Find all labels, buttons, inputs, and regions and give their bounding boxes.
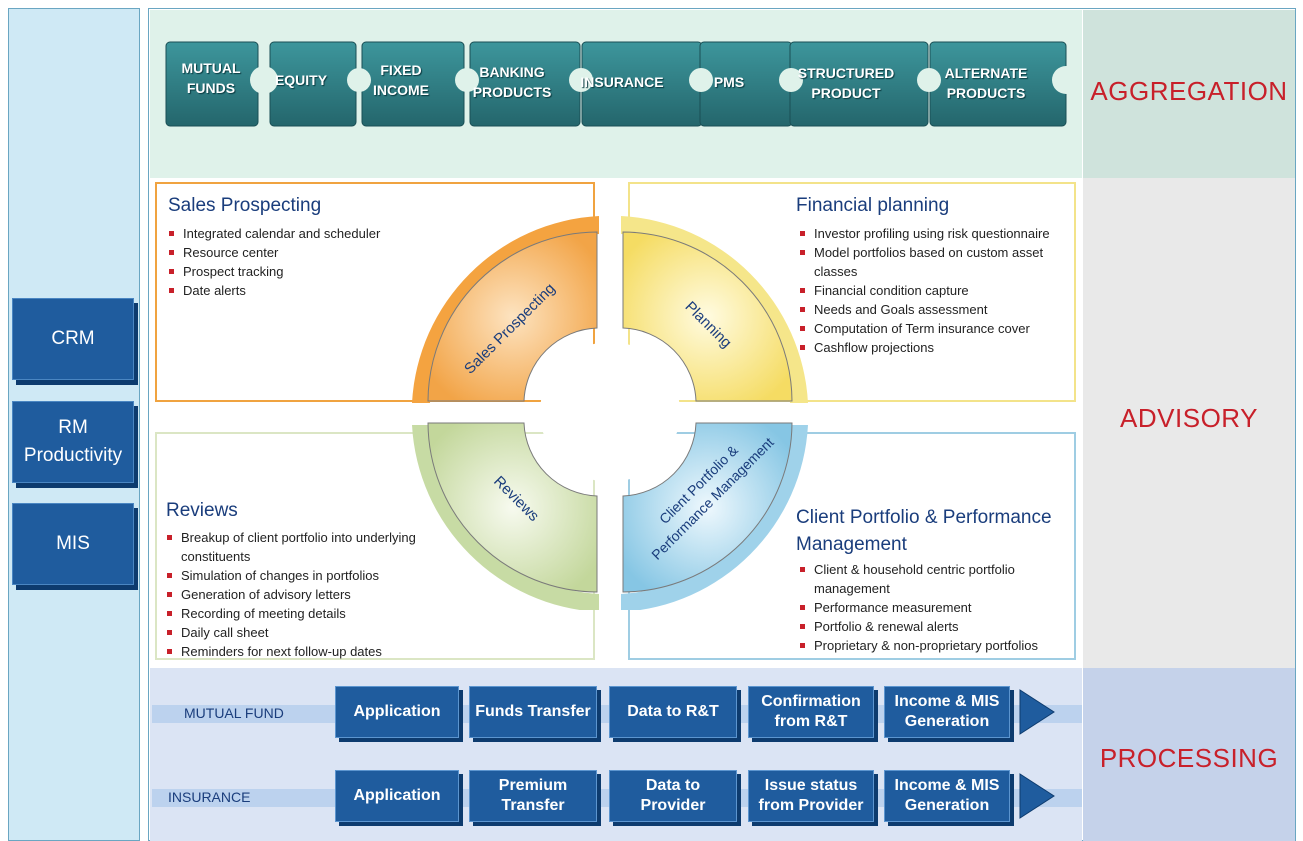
list-item: Daily call sheet bbox=[163, 623, 453, 642]
product-puzzle-chain bbox=[165, 41, 1080, 127]
list-item: Computation of Term insurance cover bbox=[796, 319, 1072, 338]
mf-step-income-mis: Income & MIS Generation bbox=[884, 686, 1010, 738]
product-line2: PRODUCT bbox=[811, 85, 881, 101]
list-item: Resource center bbox=[165, 243, 435, 262]
advisory-label-band bbox=[1083, 178, 1295, 668]
list-item: Breakup of client portfolio into underly… bbox=[163, 528, 453, 566]
puzzle-notch bbox=[1052, 66, 1080, 94]
list-item: Prospect tracking bbox=[165, 262, 435, 281]
reviews-segment bbox=[427, 422, 598, 593]
mis-button[interactable]: MIS bbox=[12, 503, 134, 585]
wheel-center bbox=[540, 342, 680, 482]
sales-prospecting-list: Integrated calendar and scheduler Resour… bbox=[165, 224, 435, 300]
mutual-fund-lane-label: MUTUAL FUND bbox=[184, 705, 284, 721]
puzzle-notch bbox=[455, 68, 479, 92]
puzzle-notch bbox=[347, 68, 371, 92]
planning-segment bbox=[622, 231, 793, 402]
list-item: Reminders for next follow-up dates bbox=[163, 642, 453, 661]
mf-arrow-icon bbox=[1019, 689, 1055, 735]
list-item: Investor profiling using risk questionna… bbox=[796, 224, 1072, 243]
ins-step-application: Application bbox=[335, 770, 459, 822]
product-line1: ALTERNATE bbox=[944, 65, 1028, 81]
processing-label-band bbox=[1083, 668, 1295, 841]
list-item: Performance measurement bbox=[796, 598, 1072, 617]
list-item: Proprietary & non-proprietary portfolios bbox=[796, 636, 1072, 655]
list-item: Recording of meeting details bbox=[163, 604, 453, 623]
rm-productivity-button[interactable]: RM Productivity bbox=[12, 401, 134, 483]
list-item: Integrated calendar and scheduler bbox=[165, 224, 435, 243]
aggregation-label: AGGREGATION bbox=[1090, 76, 1288, 106]
product-alternate-products: ALTERNATE PRODUCTS bbox=[938, 63, 1034, 103]
reviews-title: Reviews bbox=[166, 500, 238, 521]
crm-button[interactable]: CRM bbox=[12, 298, 134, 380]
product-line1: STRUCTURED bbox=[797, 65, 895, 81]
list-item: Date alerts bbox=[165, 281, 435, 300]
client-segment bbox=[622, 422, 793, 593]
product-line2: FUNDS bbox=[186, 80, 236, 96]
list-item: Simulation of changes in portfolios bbox=[163, 566, 453, 585]
puzzle-notch bbox=[917, 68, 941, 92]
product-banking-products: BANKING PRODUCTS bbox=[466, 62, 558, 102]
list-item: Needs and Goals assessment bbox=[796, 300, 1072, 319]
aggregation-label-band bbox=[1083, 10, 1295, 178]
sales-segment bbox=[427, 231, 598, 402]
puzzle-notch bbox=[689, 68, 713, 92]
product-insurance: INSURANCE bbox=[580, 74, 664, 90]
financial-planning-list: Investor profiling using risk questionna… bbox=[796, 224, 1072, 357]
product-line1: FIXED bbox=[380, 62, 422, 78]
puzzle-notch bbox=[779, 68, 803, 92]
ins-step-issue-status: Issue status from Provider bbox=[748, 770, 874, 822]
list-item: Portfolio & renewal alerts bbox=[796, 617, 1072, 636]
product-pms: PMS bbox=[713, 74, 745, 90]
ins-arrow-icon bbox=[1019, 773, 1055, 819]
financial-planning-title: Financial planning bbox=[796, 195, 950, 216]
list-item: Client & household centric portfolio man… bbox=[796, 560, 1072, 598]
advisory-wheel: Sales Prospecting Planning Reviews Clien… bbox=[412, 216, 808, 610]
mf-step-confirmation: Confirmation from R&T bbox=[748, 686, 874, 738]
reviews-list: Breakup of client portfolio into underly… bbox=[163, 528, 453, 661]
puzzle-notch bbox=[250, 66, 278, 94]
list-item: Cashflow projections bbox=[796, 338, 1072, 357]
product-line2: PRODUCTS bbox=[946, 85, 1026, 101]
product-fixed-income: FIXED INCOME bbox=[358, 60, 444, 100]
mf-step-data-to-rt: Data to R&T bbox=[609, 686, 737, 738]
client-portfolio-title: Client Portfolio & Performance Managemen… bbox=[796, 507, 1052, 555]
product-structured-product: STRUCTURED PRODUCT bbox=[796, 63, 896, 103]
product-line1: MUTUAL bbox=[181, 60, 241, 76]
product-line1: BANKING bbox=[479, 64, 545, 80]
insurance-lane-label: INSURANCE bbox=[168, 789, 251, 805]
mf-step-application: Application bbox=[335, 686, 459, 738]
ins-step-income-mis: Income & MIS Generation bbox=[884, 770, 1010, 822]
product-mutual-funds: MUTUAL FUNDS bbox=[166, 58, 256, 98]
list-item: Financial condition capture bbox=[796, 281, 1072, 300]
processing-label: PROCESSING bbox=[1099, 743, 1279, 773]
list-item: Generation of advisory letters bbox=[163, 585, 453, 604]
list-item: Model portfolios based on custom asset c… bbox=[796, 243, 1072, 281]
advisory-label: ADVISORY bbox=[1120, 403, 1258, 433]
client-portfolio-list: Client & household centric portfolio man… bbox=[796, 560, 1072, 655]
puzzle-notch bbox=[569, 68, 593, 92]
sales-prospecting-title: Sales Prospecting bbox=[168, 195, 322, 216]
product-line2: PRODUCTS bbox=[472, 84, 552, 100]
product-line2: INCOME bbox=[373, 82, 429, 98]
ins-step-premium-transfer: Premium Transfer bbox=[469, 770, 597, 822]
product-equity: EQUITY bbox=[274, 72, 328, 88]
ins-step-data-to-provider: Data to Provider bbox=[609, 770, 737, 822]
mf-step-funds-transfer: Funds Transfer bbox=[469, 686, 597, 738]
